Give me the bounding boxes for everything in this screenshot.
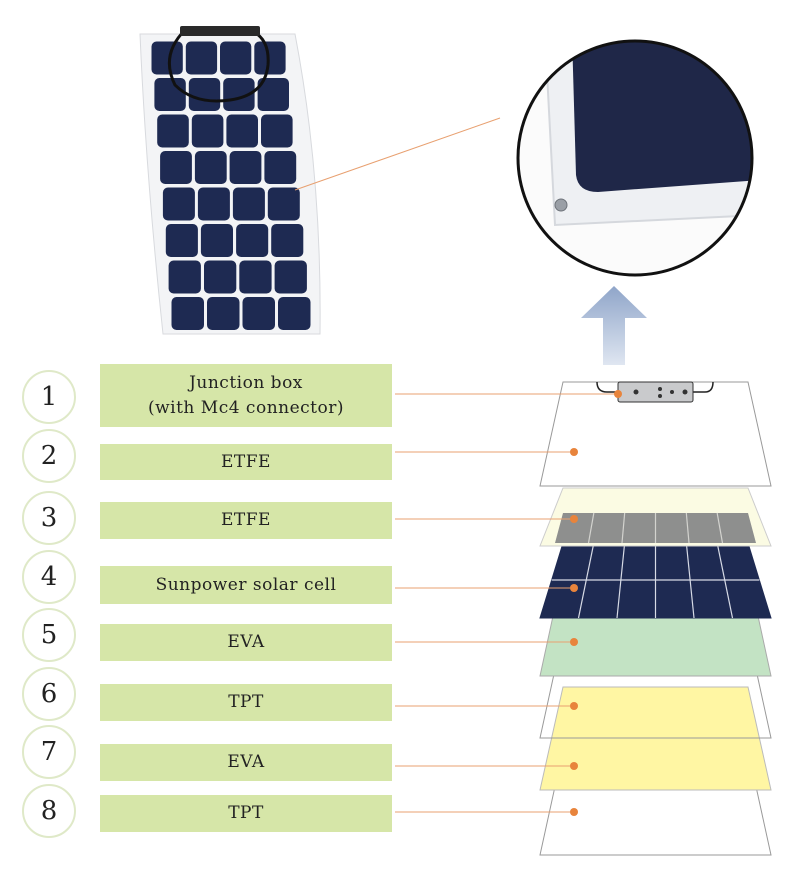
exploded-layer-stack [539, 381, 772, 856]
cell-divider [716, 512, 724, 544]
panel-cell [162, 187, 195, 221]
panel-cell [242, 297, 275, 330]
panel-cell [232, 187, 265, 221]
panel-cell [188, 78, 221, 111]
panel-cell [278, 297, 311, 330]
panel-cell [274, 260, 307, 294]
panel-cell [254, 41, 286, 75]
leader-dot-8 [570, 808, 578, 816]
leader-dot-1 [614, 390, 622, 398]
leader-dot-6 [570, 702, 578, 710]
layer-label-8: TPT [100, 795, 392, 832]
layer-label-6: TPT [100, 684, 392, 721]
cell-divider [621, 512, 626, 544]
panel-cell [229, 151, 262, 184]
leader-dot-7 [570, 762, 578, 770]
layer-1-junction-box [596, 381, 714, 403]
panel-cell-grid [151, 41, 311, 330]
panel-cell [226, 114, 258, 148]
layer-number-2: 2 [22, 429, 76, 483]
layer-3-etfe [539, 487, 772, 547]
layer-4-solar-cells [539, 542, 772, 619]
panel-junction-box [180, 26, 260, 36]
panel-cell [191, 114, 224, 148]
panel-cell [223, 78, 255, 111]
up-arrow-icon [581, 286, 647, 365]
mc4-cable [167, 28, 270, 103]
leader-lines [395, 390, 622, 816]
panel-cell [271, 224, 304, 257]
panel-cell [236, 224, 269, 257]
panel-cell [168, 260, 201, 294]
panel-cell [239, 260, 272, 294]
layer-number-6: 6 [22, 667, 76, 721]
panel-cell [194, 151, 227, 184]
cell-divider [685, 512, 690, 544]
cell-divider [587, 512, 595, 544]
leader-dot-5 [570, 638, 578, 646]
panel-cell [160, 151, 192, 184]
panel-cell [157, 114, 189, 148]
layer-label-4: Sunpower solar cell [100, 566, 392, 604]
panel-cell [151, 41, 183, 75]
layer-label-2: ETFE [100, 444, 392, 480]
edge-detail-zoom-circle [516, 39, 754, 277]
panel-cell [204, 260, 237, 294]
panel-cell [261, 114, 293, 148]
layer-number-8: 8 [22, 784, 76, 838]
panel-cell [257, 78, 289, 111]
layer-number-1: 1 [22, 370, 76, 424]
layer-number-3: 3 [22, 491, 76, 545]
leader-dot-4 [570, 584, 578, 592]
panel-cell [267, 187, 300, 221]
leader-dot-3 [570, 515, 578, 523]
layer-label-7: EVA [100, 744, 392, 781]
layer-label-3: ETFE [100, 502, 392, 539]
panel-cell [185, 41, 218, 75]
layer-number-5: 5 [22, 608, 76, 662]
panel-cell [264, 151, 297, 184]
layer-label-5: EVA [100, 624, 392, 661]
panel-cell [220, 41, 252, 75]
layer-number-7: 7 [22, 725, 76, 779]
panel-cell [154, 78, 186, 111]
panel-cell [207, 297, 240, 330]
zoom-leader-line [294, 117, 501, 191]
layer-number-4: 4 [22, 550, 76, 604]
panel-cell [165, 224, 198, 257]
panel-cell [171, 297, 204, 330]
layer-label-1: Junction box (with Mc4 connector) [100, 364, 392, 427]
panel-cell [200, 224, 233, 257]
mounting-grommet-icon [554, 198, 568, 212]
leader-dot-2 [570, 448, 578, 456]
panel-cell [197, 187, 230, 221]
flexible-solar-panel [139, 26, 321, 335]
